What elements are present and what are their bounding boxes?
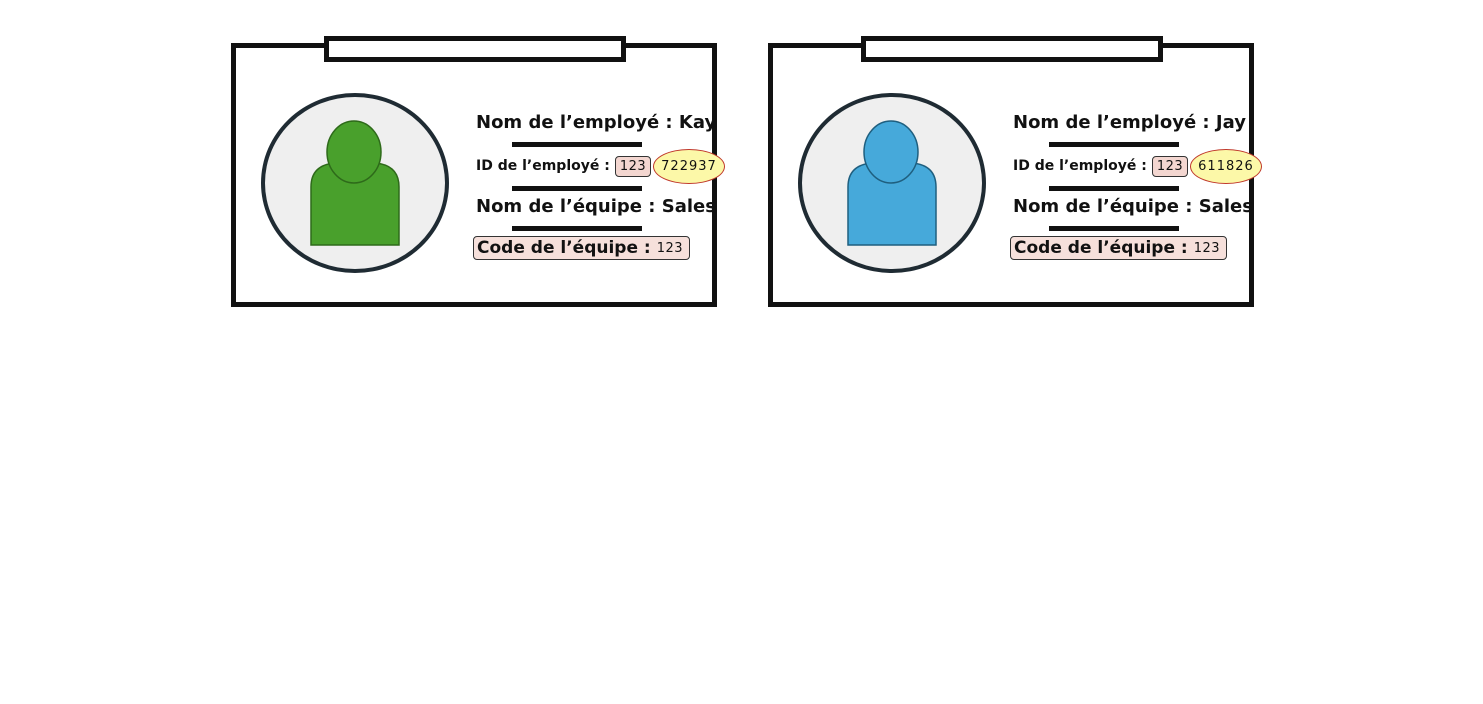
employee-name-line: Nom de l’employé : Jay	[1013, 110, 1246, 136]
person-icon	[310, 120, 400, 246]
badge-info: Nom de l’employé : Kay ID de l’employé :…	[473, 110, 725, 260]
team-name-value: Sales	[1198, 196, 1253, 217]
team-name-line: Nom de l’équipe : Sales	[476, 194, 716, 220]
employee-name-line: Nom de l’employé : Kay	[476, 110, 716, 136]
employee-id-line: ID de l’employé : 123 722937	[476, 148, 725, 184]
employee-badge-jay: Nom de l’employé : Jay ID de l’employé :…	[768, 36, 1262, 307]
avatar-frame	[798, 93, 986, 273]
team-name-value: Sales	[661, 196, 716, 217]
person-head	[326, 120, 382, 184]
team-name-label: Nom de l’équipe :	[476, 196, 656, 217]
employee-id-label: ID de l’employé :	[476, 158, 610, 174]
badge-clip	[324, 36, 626, 62]
divider	[512, 226, 642, 231]
divider	[512, 142, 642, 147]
employee-id-number-oval: 722937	[653, 148, 725, 184]
team-code-value: 123	[656, 240, 684, 256]
avatar-frame	[261, 93, 449, 273]
team-code-box: Code de l’équipe : 123	[1010, 236, 1228, 260]
team-name-label: Nom de l’équipe :	[1013, 196, 1193, 217]
employee-name-label: Nom de l’employé :	[476, 112, 673, 133]
team-name-line: Nom de l’équipe : Sales	[1013, 194, 1253, 220]
employee-name-value: Jay	[1215, 112, 1246, 133]
employee-name-label: Nom de l’employé :	[1013, 112, 1210, 133]
employee-id-prefix-box: 123	[614, 155, 652, 177]
employee-name-value: Kay	[678, 112, 717, 133]
divider	[1049, 186, 1179, 191]
divider	[1049, 142, 1179, 147]
team-code-value: 123	[1193, 240, 1221, 256]
employee-badge-kay: Nom de l’employé : Kay ID de l’employé :…	[231, 36, 725, 307]
person-head	[863, 120, 919, 184]
badge-info: Nom de l’employé : Jay ID de l’employé :…	[1010, 110, 1262, 260]
employee-id-label: ID de l’employé :	[1013, 158, 1147, 174]
badge-clip	[861, 36, 1163, 62]
employee-id-number-oval: 611826	[1190, 148, 1262, 184]
team-code-label: Code de l’équipe :	[477, 238, 651, 258]
divider	[1049, 226, 1179, 231]
employee-id-line: ID de l’employé : 123 611826	[1013, 148, 1262, 184]
person-icon	[847, 120, 937, 246]
employee-id-prefix-box: 123	[1151, 155, 1189, 177]
divider	[512, 186, 642, 191]
team-code-label: Code de l’équipe :	[1014, 238, 1188, 258]
team-code-box: Code de l’équipe : 123	[473, 236, 691, 260]
